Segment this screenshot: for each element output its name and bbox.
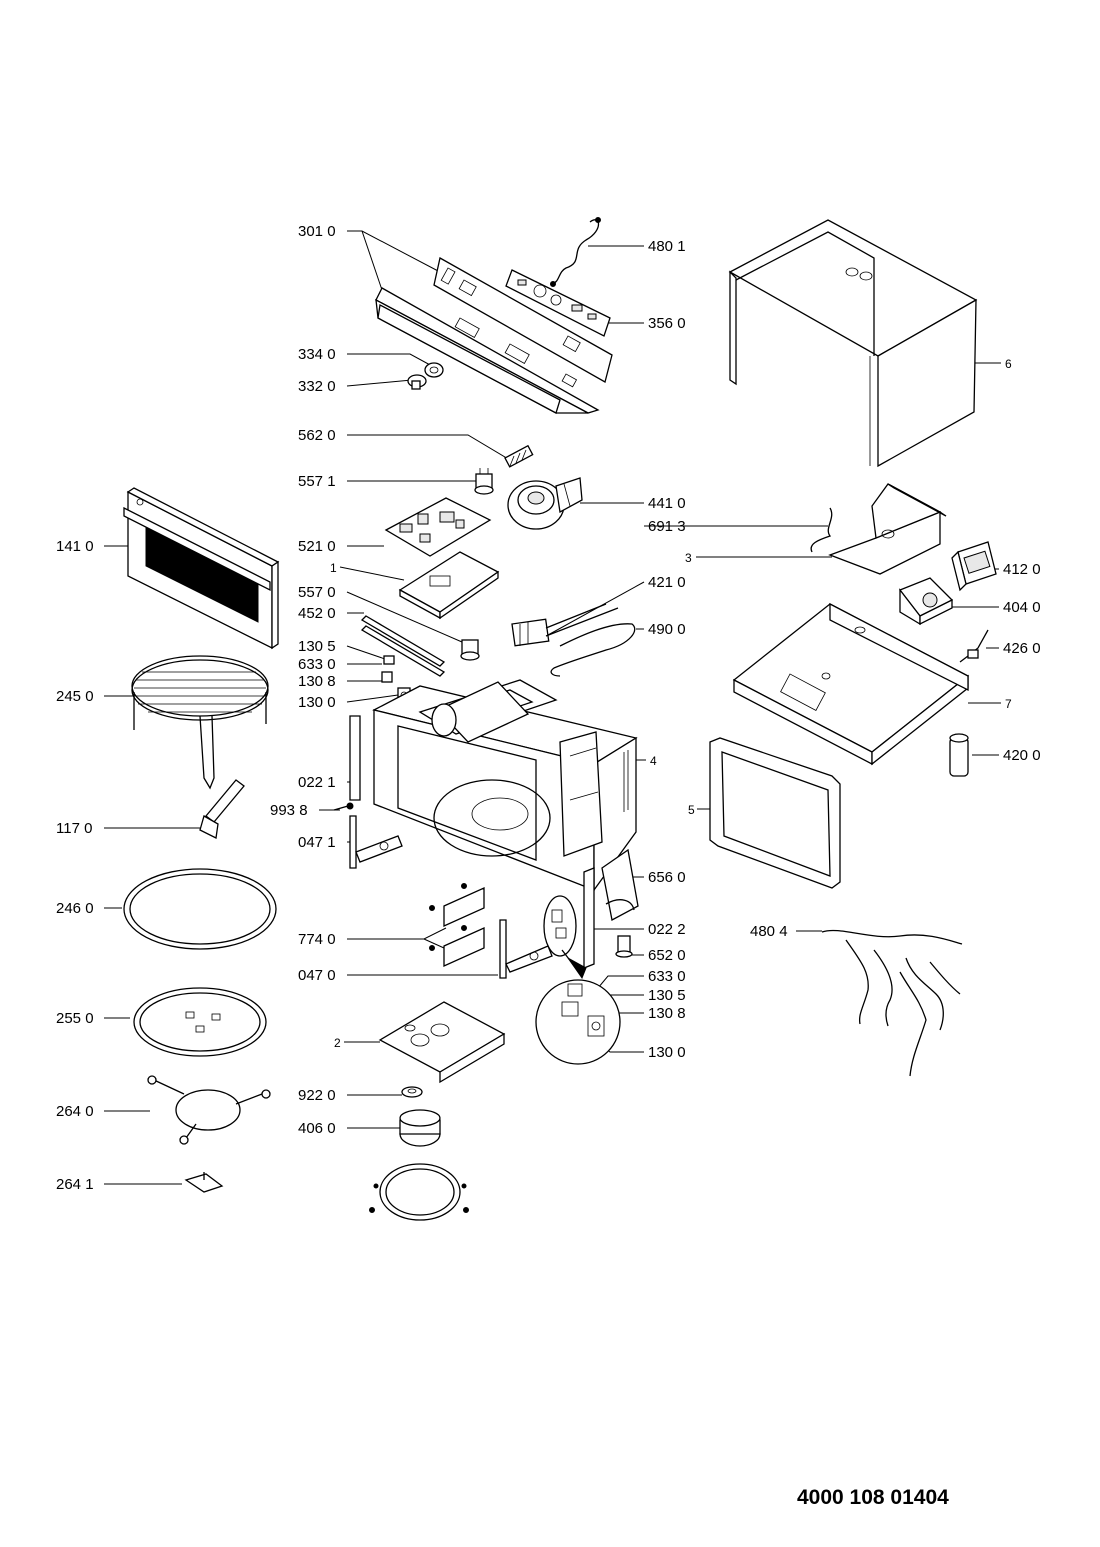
seal-ring-246-0	[123, 868, 277, 950]
label-406-0: 406 0	[298, 1120, 336, 1137]
document-number: 4000 108 01404	[797, 1486, 949, 1509]
label-6: 6	[1005, 357, 1012, 371]
wiring-harness	[821, 929, 963, 1077]
label-264-0: 264 0	[56, 1103, 94, 1120]
glass-turntable	[133, 987, 267, 1057]
label-774-0: 774 0	[298, 931, 336, 948]
leader-lines	[104, 230, 1001, 1185]
base-plate	[732, 602, 970, 766]
cavity-strip-022-1	[349, 715, 361, 801]
hinge-047-1	[349, 815, 403, 869]
label-412-0: 412 0	[1003, 561, 1041, 578]
label-130-0-upper: 130 0	[298, 694, 336, 711]
label-301-0: 301 0	[298, 223, 336, 240]
label-246-0: 246 0	[56, 900, 94, 917]
label-130-0-lower: 130 0	[648, 1044, 686, 1061]
label-490-0: 490 0	[648, 621, 686, 638]
waveguide-cover	[601, 848, 639, 921]
power-board	[384, 497, 492, 557]
label-130-5-upper: 130 5	[298, 638, 336, 655]
oven-door	[123, 487, 280, 650]
label-332-0: 332 0	[298, 378, 336, 395]
screw-993-8	[333, 802, 354, 811]
thermal-fuse	[959, 629, 989, 663]
label-652-0: 652 0	[648, 947, 686, 964]
fan-motor	[507, 477, 583, 530]
label-245-0: 245 0	[56, 688, 94, 705]
oven-cavity	[372, 679, 638, 893]
outer-cabinet-wrap	[728, 219, 978, 468]
label-117-0: 117 0	[56, 820, 92, 837]
knob-ring	[424, 362, 444, 378]
fitting-652-0	[615, 935, 633, 958]
label-047-1: 047 1	[298, 834, 336, 851]
wire-lead-480-1	[551, 219, 600, 285]
selector-knob	[407, 374, 427, 390]
label-656-0: 656 0	[648, 869, 686, 886]
label-047-0: 047 0	[298, 967, 336, 984]
label-480-4: 480 4	[750, 923, 788, 940]
label-452-0: 452 0	[298, 605, 336, 622]
label-3: 3	[685, 551, 692, 565]
thermal-switch-557-0	[460, 639, 480, 661]
detail-callout	[535, 895, 621, 1065]
label-404-0: 404 0	[1003, 599, 1041, 616]
label-1: 1	[330, 561, 337, 575]
thermal-switch-557-1	[474, 468, 494, 495]
magnetron	[898, 577, 954, 626]
board-tray	[398, 551, 500, 620]
label-2: 2	[334, 1036, 341, 1050]
label-480-1: 480 1	[648, 238, 686, 255]
label-521-0: 521 0	[298, 538, 336, 555]
cavity-strip-022-2	[583, 867, 595, 969]
turntable-motor	[399, 1109, 441, 1147]
antenna-ring	[369, 1163, 469, 1221]
label-993-8: 993 8	[270, 802, 308, 819]
label-7: 7	[1005, 697, 1012, 711]
roller-support	[147, 1075, 271, 1145]
control-board	[505, 269, 611, 337]
bracket-pair	[429, 883, 485, 968]
air-duct	[828, 483, 947, 575]
callout-labels: 301 0 480 1 356 0 334 0 332 0 562 0 557 …	[56, 223, 1041, 1193]
label-130-8-upper: 130 8	[298, 673, 336, 690]
hinge-047-0	[499, 919, 553, 979]
label-557-0: 557 0	[298, 584, 336, 601]
label-130-5-lower: 130 5	[648, 987, 686, 1004]
label-356-0: 356 0	[648, 315, 686, 332]
label-633-0-upper: 633 0	[298, 656, 336, 673]
lamp-562-0	[504, 444, 534, 468]
cable-691-3	[810, 507, 833, 553]
grill-rack	[131, 655, 269, 790]
transformer	[951, 541, 997, 592]
coupling-264-1	[184, 1172, 224, 1193]
heater-strips	[360, 615, 446, 677]
label-4: 4	[650, 754, 657, 768]
label-633-0-lower: 633 0	[648, 968, 686, 985]
capacitor	[511, 603, 619, 647]
control-panel-fascia	[375, 257, 613, 414]
label-922-0: 922 0	[298, 1087, 336, 1104]
door-seal-cord	[550, 623, 636, 677]
label-426-0: 426 0	[1003, 640, 1041, 657]
label-421-0: 421 0	[648, 574, 686, 591]
label-334-0: 334 0	[298, 346, 336, 363]
coupler	[401, 1086, 423, 1098]
label-562-0: 562 0	[298, 427, 336, 444]
label-5: 5	[688, 803, 695, 817]
grill-tool	[199, 779, 245, 839]
label-557-1: 557 1	[298, 473, 336, 490]
label-022-2: 022 2	[648, 921, 686, 938]
label-441-0: 441 0	[648, 495, 686, 512]
label-141-0: 141 0	[56, 538, 94, 555]
hv-capacitor	[949, 733, 969, 777]
label-022-1: 022 1	[298, 774, 336, 791]
motor-bracket-plate	[378, 1001, 506, 1084]
label-255-0: 255 0	[56, 1010, 94, 1027]
label-264-1: 264 1	[56, 1176, 94, 1193]
label-420-0: 420 0	[1003, 747, 1041, 764]
label-130-8-lower: 130 8	[648, 1005, 686, 1022]
cavity-liner	[709, 737, 841, 889]
